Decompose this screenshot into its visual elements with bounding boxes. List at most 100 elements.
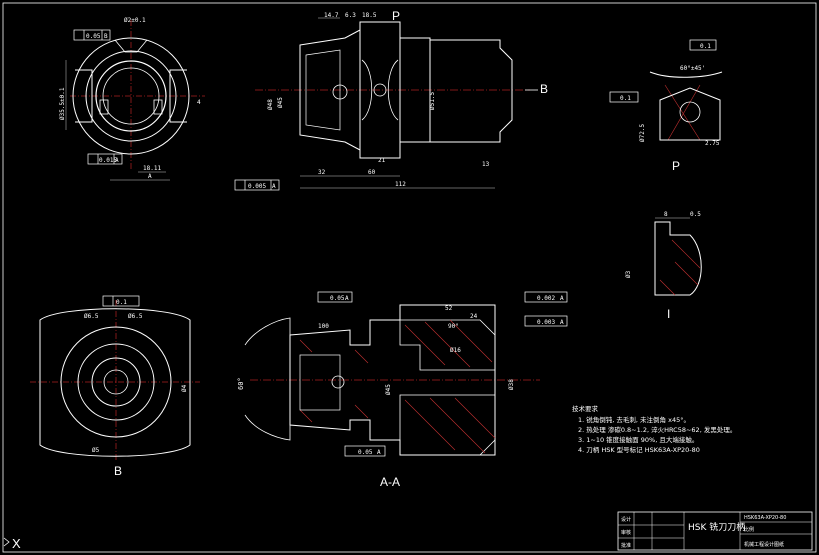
section-aa-angle: 60° — [237, 377, 245, 390]
dim-21: 21 — [378, 157, 386, 164]
tb-row-3: 批准 — [621, 542, 631, 549]
right-flat — [169, 69, 187, 123]
section-aa-dim-g: Ø45 — [385, 384, 392, 395]
pos-frame-ref: A — [115, 157, 119, 164]
top-dim: Ø2±0.1 — [124, 17, 146, 24]
pos-frame-value: 0.015 — [99, 157, 117, 164]
inner-circle — [95, 60, 167, 132]
detail-p-ball — [679, 101, 701, 123]
section-aa-tol-ref-1: A — [345, 295, 349, 302]
view-b-outline — [39, 308, 191, 457]
bore-circle — [102, 67, 160, 125]
ucs-cursor: X — [3, 536, 21, 551]
detail-p-dim1: 2.75 — [705, 140, 720, 147]
dim-d51: Ø51.5 — [429, 92, 436, 110]
taper-inner — [305, 49, 341, 131]
section-aa-tol-1: 0.05 — [330, 295, 345, 302]
dim-112: 112 — [395, 181, 406, 188]
section-aa-dim-f: Ø38 — [508, 379, 515, 390]
view-b-dim3: Ø5 — [92, 447, 100, 454]
section-aa-lower — [399, 394, 496, 456]
section-aa-tol-frame-4 — [344, 445, 386, 457]
front-view: 0.05 B Ø2±0.1 Ø35.5±0.1 4 0.015 A 18.11 … — [59, 17, 205, 181]
title-block-frame — [617, 511, 813, 551]
tb-row-1: 设计 — [621, 516, 631, 523]
section-aa-hatch — [299, 319, 496, 454]
detail-i-dim2: 0.5 — [690, 211, 701, 218]
tb-company: 机械工程设计图纸 — [744, 541, 784, 548]
view-b-title: B — [114, 464, 122, 478]
view-b: 0.1 Ø6.5 Ø6.5 Ø5 Ø4 B — [30, 295, 200, 478]
dim-d45: Ø45 — [277, 97, 284, 108]
detail-i-title: I — [667, 307, 670, 321]
detail-p-profile — [659, 87, 721, 141]
arrow-label-b: B — [540, 82, 548, 96]
section-mark-p: P — [392, 9, 400, 23]
detail-p-tol-frame-2 — [609, 91, 639, 103]
detail-p-angle: 60°±45' — [680, 65, 705, 72]
dim-d48: Ø48 — [267, 99, 274, 110]
section-aa-dim-c: 24 — [470, 313, 478, 320]
detail-p: 60°±45' 0.1 0.1 2.75 Ø72.5 P — [609, 39, 723, 173]
view-b-dim2: Ø6.5 — [128, 313, 143, 320]
view-b-dim1: Ø6.5 — [84, 313, 99, 320]
dim-6-3: 6.3 — [345, 12, 356, 19]
tol-frame-ref: B — [104, 33, 108, 40]
section-aa-dim-d: 90° — [448, 323, 459, 330]
section-aa-tol-ref-4: A — [377, 449, 381, 456]
section-aa-dim-a: 100 — [318, 323, 329, 330]
detail-p-tol: 0.1 — [700, 43, 711, 50]
outer-circle — [72, 37, 190, 155]
dim-left: Ø35.5±0.1 — [59, 87, 66, 120]
detail-p-tol-2: 0.1 — [620, 95, 631, 102]
side-view: 112 32 60 21 13 14.7 6.3 18.5 Ø51.5 Ø48 … — [234, 9, 548, 191]
dim-14-7: 14.7 — [324, 12, 339, 19]
notes-line-4: 4. 刀柄 HSK 型号标记 HSK63A-XP20-80 — [578, 445, 700, 454]
dim-right: 4 — [197, 99, 201, 106]
main-cylinder — [429, 39, 513, 143]
detail-p-dim2: Ø72.5 — [639, 124, 646, 142]
section-aa-title: A-A — [380, 475, 400, 489]
detail-i-dim1: 8 — [664, 211, 668, 218]
detail-i-dim3: Ø3 — [625, 270, 632, 278]
view-b-circle-1 — [60, 326, 172, 438]
notes-line-3: 3. 1~10 锥度接触面 90%, 且大端接触。 — [578, 435, 698, 444]
detail-p-title: P — [672, 159, 680, 173]
mid-circle — [85, 50, 177, 142]
dim-bottom: 18.11 — [143, 165, 161, 172]
view-b-tol: 0.1 — [116, 299, 127, 306]
technical-notes: 技术要求 1. 锐角倒钝, 去毛刺, 未注倒角 x45°。 2. 热处理 渗碳0… — [572, 404, 736, 454]
detail-p-hatch — [664, 84, 701, 141]
runout-frame — [234, 179, 280, 191]
ref-a: A — [148, 173, 152, 180]
view-b-circle-2 — [77, 343, 155, 421]
notes-line-1: 1. 锐角倒钝, 去毛刺, 未注倒角 x45°。 — [578, 415, 690, 424]
runout-value: 0.005 — [248, 183, 266, 190]
section-aa-bore — [299, 354, 341, 411]
section-aa-tol-frame-2 — [524, 291, 568, 303]
view-b-dim4: Ø4 — [181, 384, 188, 392]
tb-part-name: HSK 铣刀刀柄 — [688, 521, 745, 533]
detail-i-profile — [654, 221, 702, 296]
pos-frame — [87, 153, 123, 165]
detail-i: 8 0.5 Ø3 I — [625, 211, 702, 321]
tb-scale: 比例 — [744, 526, 754, 533]
dim-18-5: 18.5 — [362, 12, 377, 19]
top-notch — [114, 39, 148, 53]
view-b-circle-4 — [103, 369, 129, 395]
tol-frame — [73, 29, 111, 41]
left-flat — [75, 69, 93, 123]
section-aa-tol-frame-3 — [524, 315, 568, 327]
key-slot-left — [99, 99, 109, 115]
section-aa-tol-3: 0.003 — [537, 319, 555, 326]
tol-frame-value: 0.05 — [86, 33, 101, 40]
tb-row-2: 审核 — [621, 529, 631, 536]
notes-heading: 技术要求 — [572, 404, 599, 413]
section-aa-arc — [244, 317, 291, 441]
runout-ref: A — [272, 183, 276, 190]
detail-p-tol-frame — [689, 39, 717, 51]
tb-drawing-no: HSK63A-XP20-80 — [744, 515, 786, 521]
key-slot-right — [153, 99, 163, 115]
